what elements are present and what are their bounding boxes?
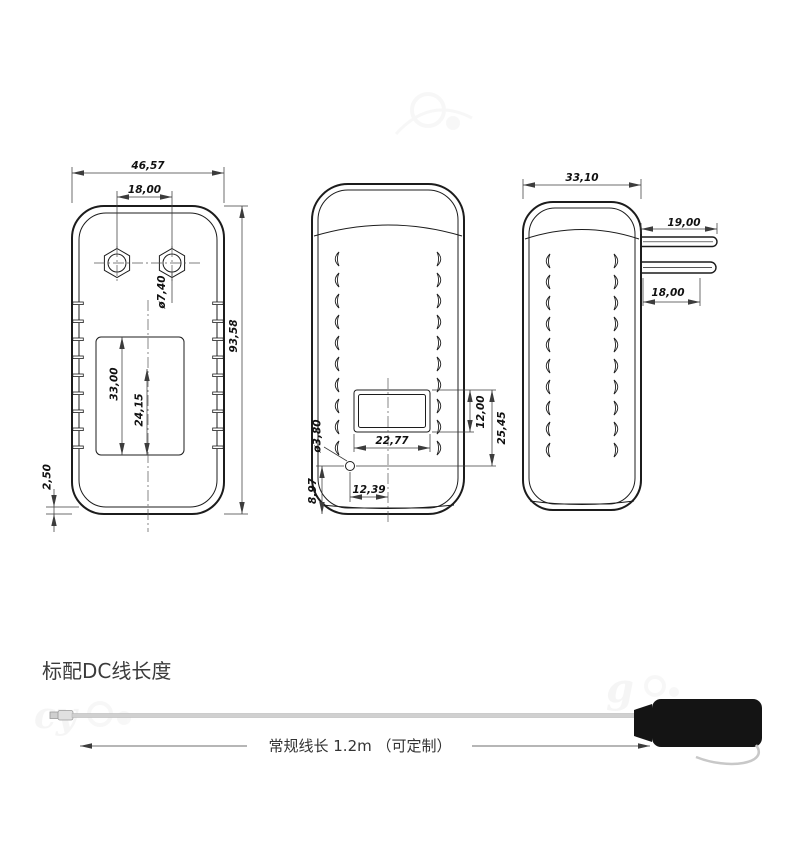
back-extension-lines	[316, 389, 496, 502]
back-dim-label-height: 12,00	[475, 395, 487, 428]
back-label-plate-inner	[358, 394, 426, 428]
cable-wire	[71, 713, 653, 718]
svg-text:g: g	[606, 665, 634, 712]
side-plug-pins	[635, 236, 718, 274]
side-top-cap-line	[524, 229, 640, 240]
front-dim-pin-spacing: 18,00	[128, 184, 161, 196]
watermark-top	[394, 92, 473, 136]
watermark-bottom-right: g	[606, 665, 679, 712]
front-dim-bottom-lip: 2,50	[42, 464, 54, 490]
dc-plug-body	[652, 699, 762, 747]
cable-section: 标配DC线长度 cy g 常规线长 1.2m （可定制）	[34, 659, 762, 766]
dc-cable	[49, 699, 762, 766]
back-bottom-line	[321, 504, 455, 509]
back-dim-hole-diameter: ø3,80	[312, 419, 324, 453]
front-vent-slots	[72, 301, 224, 449]
side-dim-body-depth: 33,10	[565, 172, 598, 184]
back-view: 22,77 12,00 25,45 ø3,80 12,39 8,97	[307, 183, 508, 525]
back-dim-hole-offset-y: 8,97	[307, 477, 319, 504]
side-bottom-line	[529, 500, 635, 505]
cable-section-heading: 标配DC线长度	[42, 659, 171, 683]
front-dim-label-inner-height: 24,15	[134, 393, 146, 426]
front-dim-overall-width: 46,57	[130, 160, 165, 172]
cable-tail	[695, 744, 760, 766]
back-screw-hole	[345, 461, 355, 471]
side-body-outline	[522, 201, 642, 511]
back-dimension-lines	[319, 390, 495, 514]
back-dim-hole-offset-x: 12,39	[352, 484, 385, 496]
back-dim-label-to-hole: 25,45	[496, 411, 508, 444]
front-body-inner-outline	[78, 212, 218, 508]
back-dim-label-width: 22,77	[375, 435, 409, 447]
front-dimension-lines	[51, 170, 245, 532]
side-dim-pin-length: 19,00	[667, 217, 700, 229]
front-dim-pin-diameter: ø7,40	[156, 275, 168, 309]
front-label-recess	[95, 336, 185, 456]
dc-plug-strain-relief	[634, 704, 652, 742]
front-dim-label-height: 33,00	[109, 367, 121, 400]
cable-length-label: 常规线长 1.2m （可定制）	[268, 737, 451, 755]
front-view: 46,57 18,00 ø7,40 93,58 33,00 24,15 2,50	[42, 160, 248, 532]
side-view: 33,10 19,00 18,00	[522, 172, 718, 511]
cable-left-connector-body	[57, 710, 74, 721]
side-dim-pin-spacing: 18,00	[651, 287, 684, 299]
back-label-plate	[353, 389, 431, 433]
side-dimension-lines	[523, 182, 717, 305]
back-top-cap-line	[313, 224, 463, 237]
front-dim-overall-height: 93,58	[228, 319, 240, 352]
